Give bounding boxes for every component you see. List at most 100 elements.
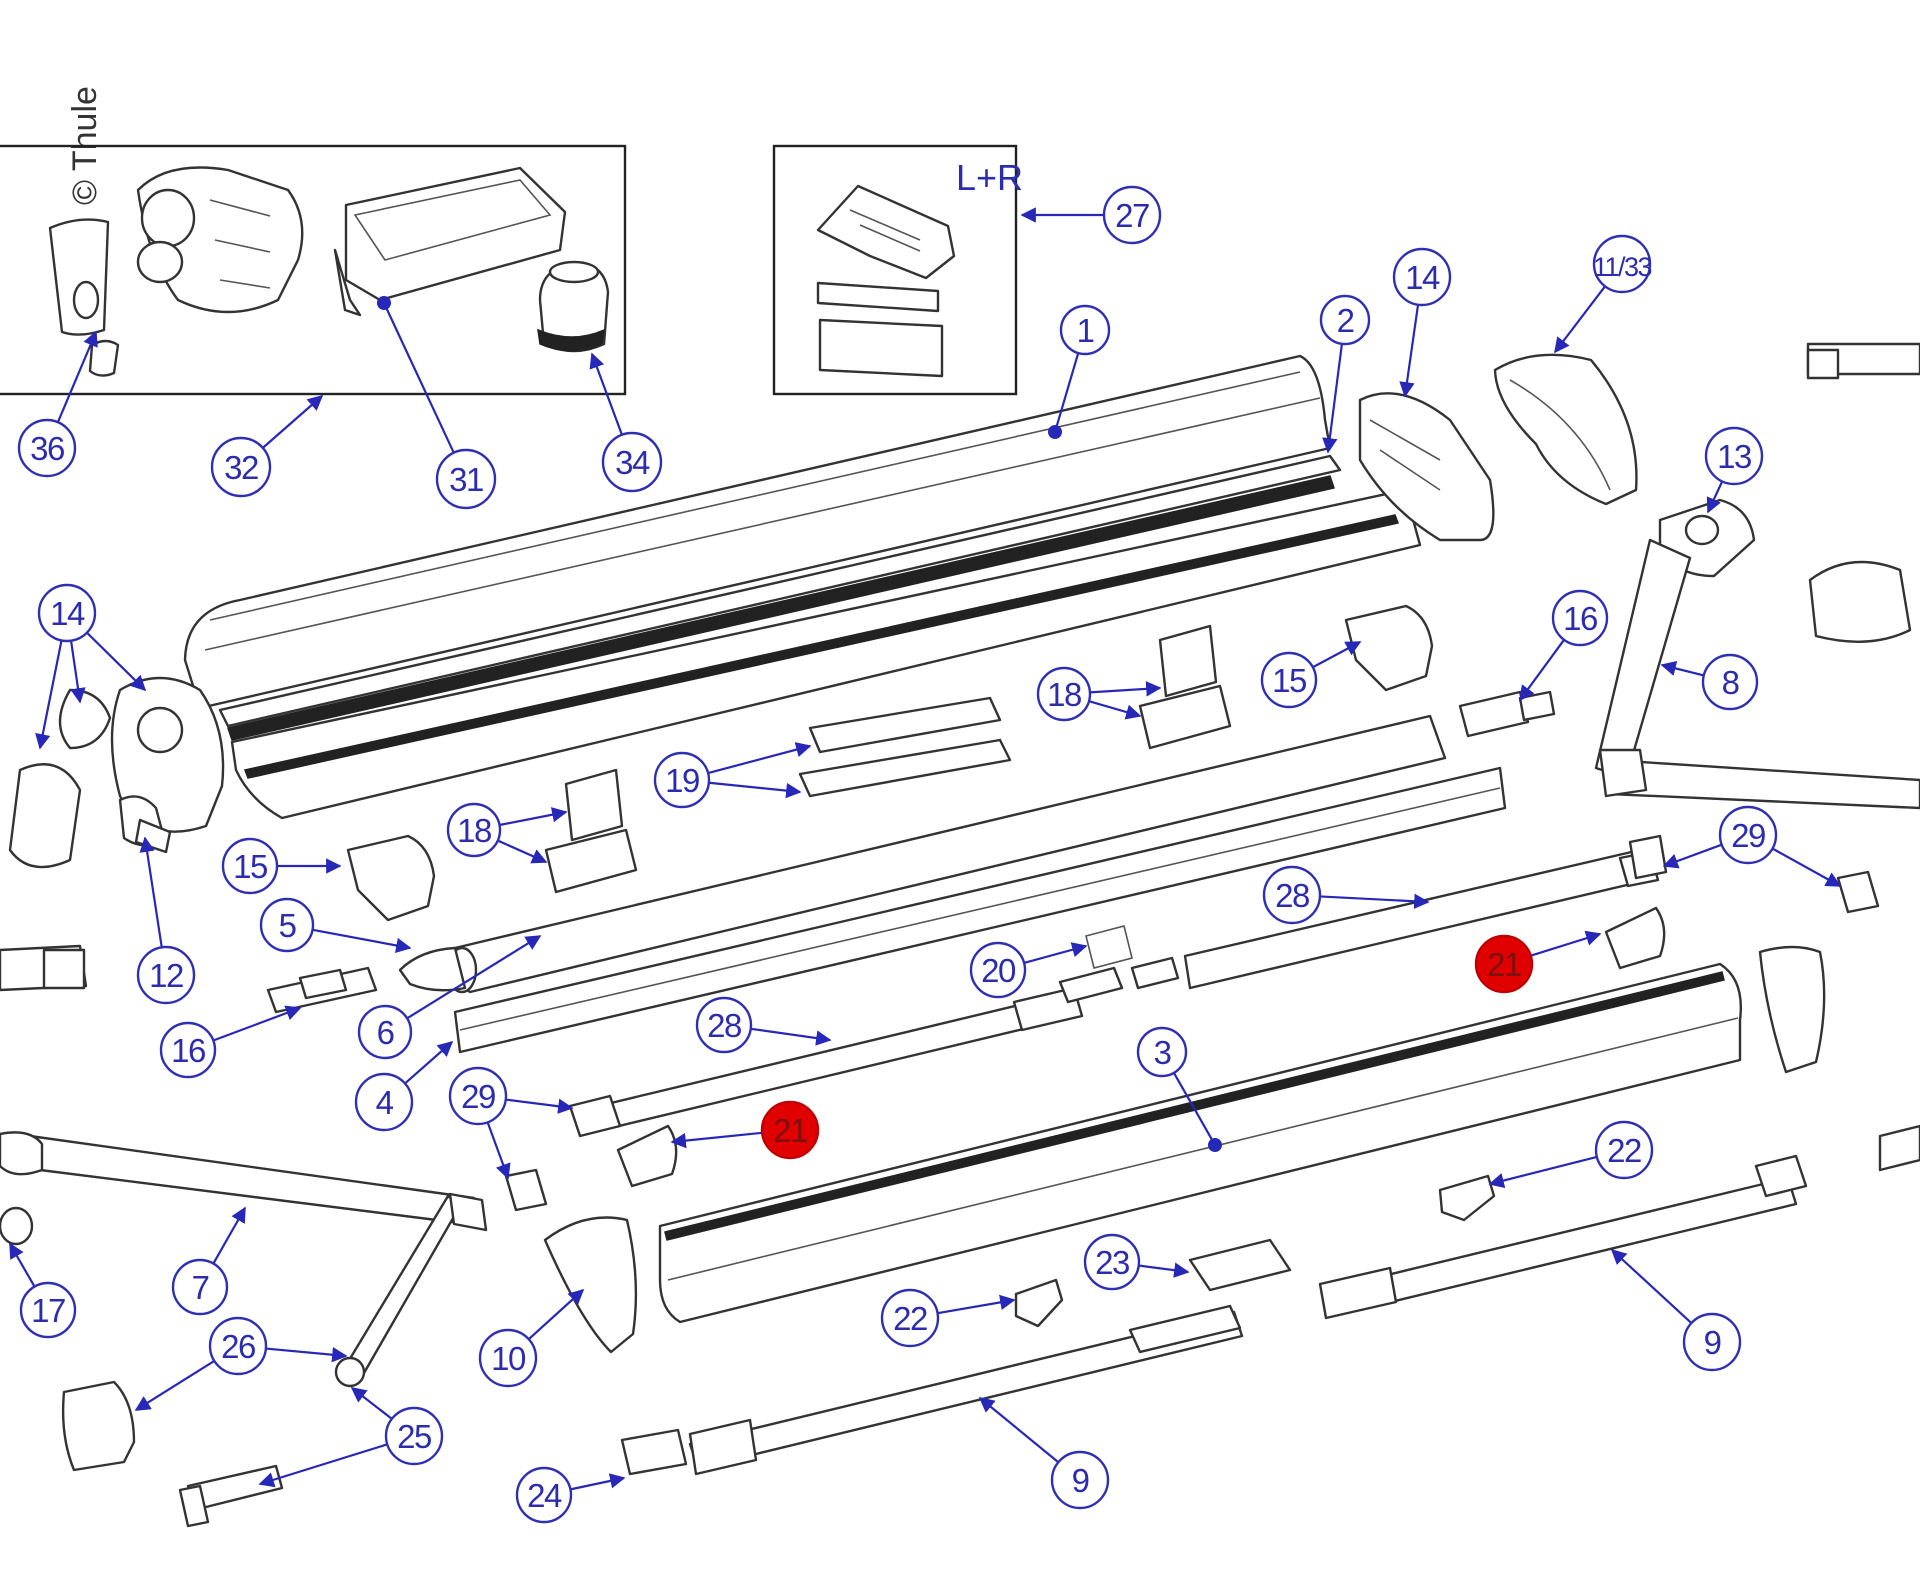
callout-c23[interactable]: 23 <box>1083 1233 1141 1291</box>
leader-line-c9a-0 <box>978 1397 1060 1464</box>
callout-label: 3 <box>1154 1034 1171 1071</box>
callout-circle <box>354 1072 414 1132</box>
callout-circle <box>210 436 272 498</box>
callout-c18b[interactable]: 18 <box>1036 666 1092 722</box>
callout-c8[interactable]: 8 <box>1701 653 1759 711</box>
leader-line-c4-0 <box>404 1040 454 1085</box>
callout-c15a[interactable]: 15 <box>221 837 279 895</box>
callout-c12[interactable]: 12 <box>136 945 196 1005</box>
callout-label: 29 <box>1731 817 1765 854</box>
callout-c16a[interactable]: 16 <box>159 1021 217 1079</box>
callout-label: 23 <box>1095 1244 1129 1281</box>
leader-line-c9b-0 <box>1610 1248 1693 1324</box>
callout-c32[interactable]: 32 <box>210 436 272 498</box>
callout-c21b[interactable]: 21 <box>760 1100 820 1160</box>
callout-c5[interactable]: 5 <box>259 897 315 953</box>
callout-label: 16 <box>1563 600 1597 637</box>
callout-label: 29 <box>461 1078 495 1115</box>
callout-circle <box>1083 1233 1141 1291</box>
callout-c19[interactable]: 19 <box>653 751 711 809</box>
leader-line-c28b-0 <box>1319 893 1430 909</box>
callout-c25[interactable]: 25 <box>384 1406 444 1466</box>
leader-line-c8-0 <box>1660 660 1705 677</box>
callout-label: 26 <box>221 1328 255 1365</box>
accessory-kit-box <box>0 144 627 396</box>
callout-c26[interactable]: 26 <box>208 1316 268 1376</box>
leader-line-c21a-0 <box>1530 930 1602 957</box>
callout-c31[interactable]: 31 <box>435 448 497 510</box>
insert-detail-box <box>772 144 1018 396</box>
callout-c10[interactable]: 10 <box>478 1328 538 1388</box>
callout-label: 16 <box>171 1032 205 1069</box>
callout-circle <box>435 448 497 510</box>
callout-c7[interactable]: 7 <box>171 1258 229 1316</box>
leader-dot-c3 <box>1208 1138 1222 1152</box>
callout-label: 18 <box>1047 676 1081 713</box>
leader-line-c2-0 <box>1322 343 1344 454</box>
callout-c27[interactable]: 27 <box>1102 185 1162 245</box>
callout-c14a[interactable]: 14 <box>1392 247 1452 307</box>
callout-c20[interactable]: 20 <box>969 941 1027 999</box>
callout-circle <box>259 897 315 953</box>
callout-c28a[interactable]: 28 <box>695 996 753 1054</box>
leader-line-c22a-0 <box>937 1294 1016 1315</box>
callout-label: 14 <box>1405 259 1440 296</box>
callout-label: 1 <box>1077 312 1094 349</box>
part-4-lead-profile <box>453 766 1507 1054</box>
callout-c22b[interactable]: 22 <box>1594 1120 1654 1180</box>
callout-c17[interactable]: 17 <box>19 1281 77 1339</box>
callout-c4[interactable]: 4 <box>354 1072 414 1132</box>
callout-c29a[interactable]: 29 <box>448 1066 508 1126</box>
part-6-roller-tube <box>398 714 1447 994</box>
callout-c28b[interactable]: 28 <box>1262 865 1322 925</box>
insert-label: L+R <box>956 157 1023 198</box>
leader-line-c32-0 <box>262 394 324 449</box>
callout-circle <box>171 1258 229 1316</box>
callout-c9a[interactable]: 9 <box>1050 1450 1110 1510</box>
callout-circle <box>1551 589 1609 647</box>
callout-circle <box>1474 934 1534 994</box>
callout-label: 24 <box>527 1477 562 1514</box>
callout-c34[interactable]: 34 <box>601 431 663 493</box>
part-36-handle <box>48 218 120 377</box>
callout-c14b[interactable]: 14 <box>37 583 97 643</box>
callout-c36[interactable]: 36 <box>17 418 77 478</box>
callout-c13[interactable]: 13 <box>1704 426 1764 486</box>
callout-c2[interactable]: 2 <box>1319 294 1371 346</box>
leader-line-c14a-0 <box>1399 304 1420 398</box>
callout-c9b[interactable]: 9 <box>1682 1312 1742 1372</box>
part-22-hook-upper <box>1438 1174 1496 1222</box>
callout-circle <box>1682 1312 1742 1372</box>
callout-c15b[interactable]: 15 <box>1260 651 1318 709</box>
callout-c22a[interactable]: 22 <box>880 1288 940 1348</box>
part-19-rail-piece <box>798 696 1012 798</box>
callout-c24[interactable]: 24 <box>515 1466 573 1524</box>
callout-circle <box>1701 653 1759 711</box>
callout-c29b[interactable]: 29 <box>1718 805 1778 865</box>
part-23-clamp <box>1188 1238 1292 1292</box>
leader-line-c5-0 <box>312 928 412 954</box>
leader-line-c14b-0 <box>35 640 63 750</box>
leader-line-c26-0 <box>265 1347 348 1363</box>
leader-line-c31-0 <box>383 302 455 454</box>
callout-c3[interactable]: 3 <box>1136 1026 1188 1078</box>
callout-c18a[interactable]: 18 <box>446 802 502 858</box>
callout-c6[interactable]: 6 <box>357 1004 413 1060</box>
callout-label: 21 <box>773 1112 807 1149</box>
part-21-end-piece-right <box>1604 906 1666 970</box>
leader-line-c17-0 <box>9 1242 36 1288</box>
callout-c1[interactable]: 1 <box>1059 304 1111 356</box>
leader-dot-c31 <box>377 296 391 310</box>
callout-c21a[interactable]: 21 <box>1474 934 1534 994</box>
callout-circle <box>19 1281 77 1339</box>
part-14-end-cap-left <box>8 676 225 869</box>
callout-circle <box>1262 865 1322 925</box>
leader-line-c18b-1 <box>1088 700 1142 720</box>
callout-label: 4 <box>376 1084 394 1121</box>
callout-circle <box>653 751 711 809</box>
callout-label: 7 <box>192 1269 209 1306</box>
callout-c16b[interactable]: 16 <box>1551 589 1609 647</box>
callout-circle <box>221 837 279 895</box>
callout-c11_33[interactable]: 11/33 <box>1592 234 1653 294</box>
